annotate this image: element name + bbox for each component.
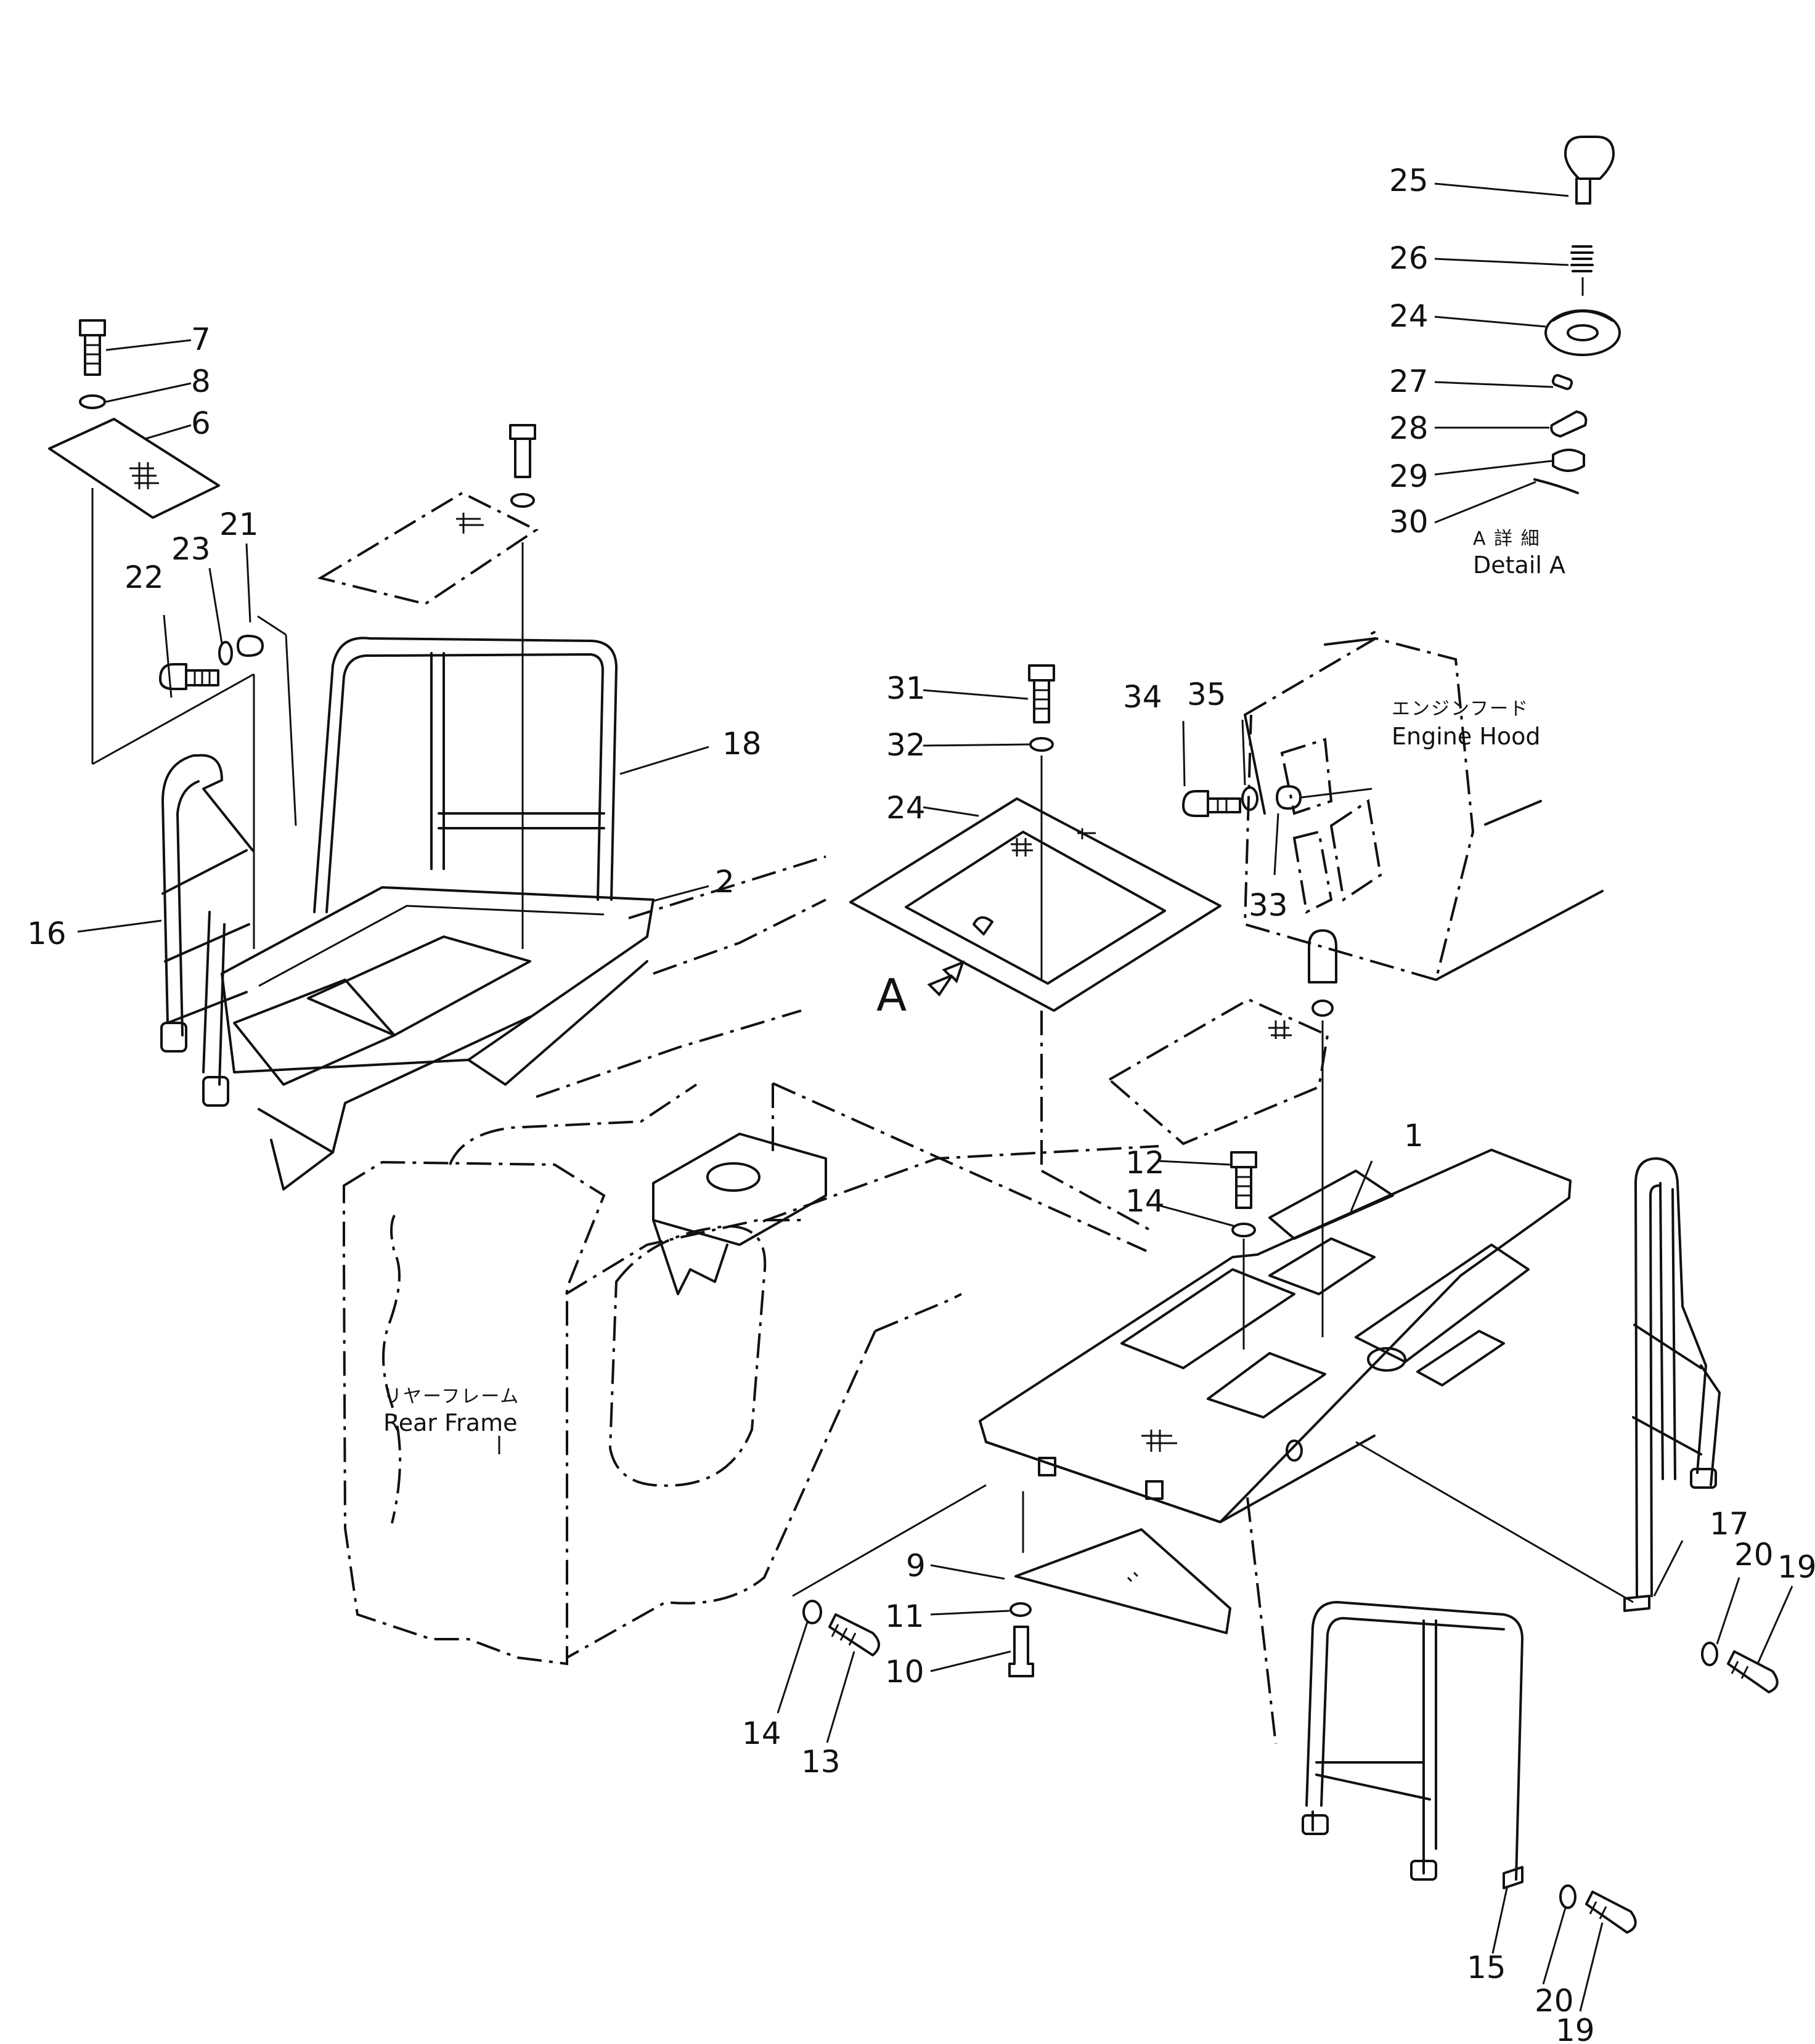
label-18: 18 [722,726,762,762]
label-27: 27 [1389,364,1429,399]
view-arrow-label: A [876,969,907,1021]
label-19-right: 19 [1777,1549,1815,1585]
rear-frame-label-en: Rear Frame [383,1409,517,1436]
label-35: 35 [1187,677,1226,712]
label-34: 34 [1123,679,1162,715]
label-20-right: 20 [1734,1537,1774,1573]
label-11: 11 [885,1598,924,1634]
label-33: 33 [1249,887,1288,923]
right-deck [792,929,1634,1745]
hatch-cover [849,664,1222,1231]
label-2: 2 [715,864,735,900]
label-14-top: 14 [1125,1183,1165,1219]
label-8: 8 [191,364,211,399]
label-29: 29 [1389,458,1429,494]
label-26: 26 [1389,240,1429,276]
rear-frame-label-ja: リヤーフレーム [383,1386,520,1407]
label-16: 16 [27,916,67,951]
label-30: 30 [1389,504,1429,540]
right-handrails [1302,1157,1779,1934]
left-platform-assembly [48,319,655,1191]
detail-caption-ja: A 詳 細 [1473,528,1541,550]
engine-hood-label-en: Engine Hood [1392,723,1541,750]
label-14-bottom: 14 [742,1716,781,1751]
label-23: 23 [171,531,211,567]
label-15: 15 [1467,1950,1506,1985]
label-21: 21 [219,507,259,542]
part-labels: 7 8 6 21 23 22 18 2 16 25 26 24 27 28 29… [27,163,1815,2044]
label-1: 1 [1404,1118,1424,1154]
label-32: 32 [886,727,926,763]
label-24-detail: 24 [1389,298,1429,334]
detail-caption-en: Detail A [1473,552,1565,579]
label-20-bottom: 20 [1535,1983,1574,2019]
detail-a-parts [1434,136,1621,524]
rear-frame: リヤーフレーム Rear Frame [343,855,1159,1666]
label-31: 31 [886,670,926,706]
label-13: 13 [801,1744,841,1780]
label-19-bottom: 19 [1556,2013,1595,2044]
engine-hood-label-ja: エンジンフード [1392,698,1529,720]
label-24-hatch: 24 [886,790,926,826]
label-6: 6 [191,405,211,441]
label-17: 17 [1710,1506,1749,1542]
label-28: 28 [1389,410,1429,446]
label-10: 10 [885,1654,924,1690]
label-22: 22 [124,560,164,595]
label-9: 9 [906,1548,926,1584]
detail-a-caption: A 詳 細 Detail A [1473,528,1565,579]
label-25: 25 [1389,163,1429,198]
leader-lines [77,339,1793,2012]
engine-hood: エンジンフード Engine Hood [1182,631,1604,982]
label-12: 12 [1125,1145,1165,1181]
label-7: 7 [191,322,211,357]
